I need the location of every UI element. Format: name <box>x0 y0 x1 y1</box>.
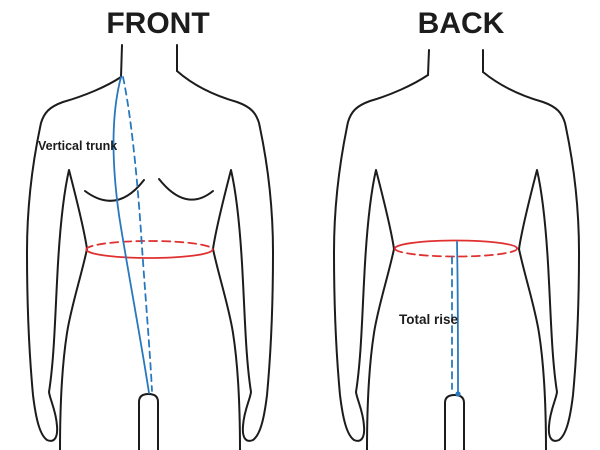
front-waist-front-solid-line <box>85 248 214 259</box>
front-body-outline <box>26 44 274 450</box>
front-waist-back-dashed-line <box>85 240 214 251</box>
back-left-side-outline <box>333 74 429 450</box>
back-total-rise-endpoint-dot <box>455 391 461 397</box>
figure-back: BACK Total rise <box>333 7 580 450</box>
back-right-side-outline <box>482 71 580 450</box>
front-vertical-trunk-dashed-line <box>122 76 153 392</box>
front-vertical-trunk-measure <box>112 76 153 394</box>
front-right-bust-curve <box>158 178 214 201</box>
front-left-bust-curve <box>84 179 145 202</box>
front-right-side-outline <box>176 70 274 450</box>
front-title: FRONT <box>106 7 209 40</box>
front-vertical-trunk-solid-line <box>112 76 150 394</box>
front-left-side-outline <box>26 76 122 450</box>
back-title: BACK <box>418 7 505 40</box>
back-measurement-label: Total rise <box>399 312 459 327</box>
back-neck-left-line <box>427 49 430 76</box>
front-waist-ellipse <box>85 240 214 259</box>
front-neck-left-line <box>120 44 123 78</box>
back-waist-front-dashed-line <box>394 247 518 258</box>
back-total-rise-measure <box>451 241 461 397</box>
back-waist-back-solid-line <box>394 239 518 250</box>
front-measurement-label: Vertical trunk <box>38 139 117 153</box>
figure-front: FRONT <box>26 7 274 450</box>
front-crotch-post <box>138 393 159 450</box>
back-waist-ellipse <box>394 239 518 258</box>
back-crotch-post <box>444 394 465 450</box>
back-total-rise-solid-line <box>456 241 459 393</box>
back-body-outline <box>333 49 580 450</box>
